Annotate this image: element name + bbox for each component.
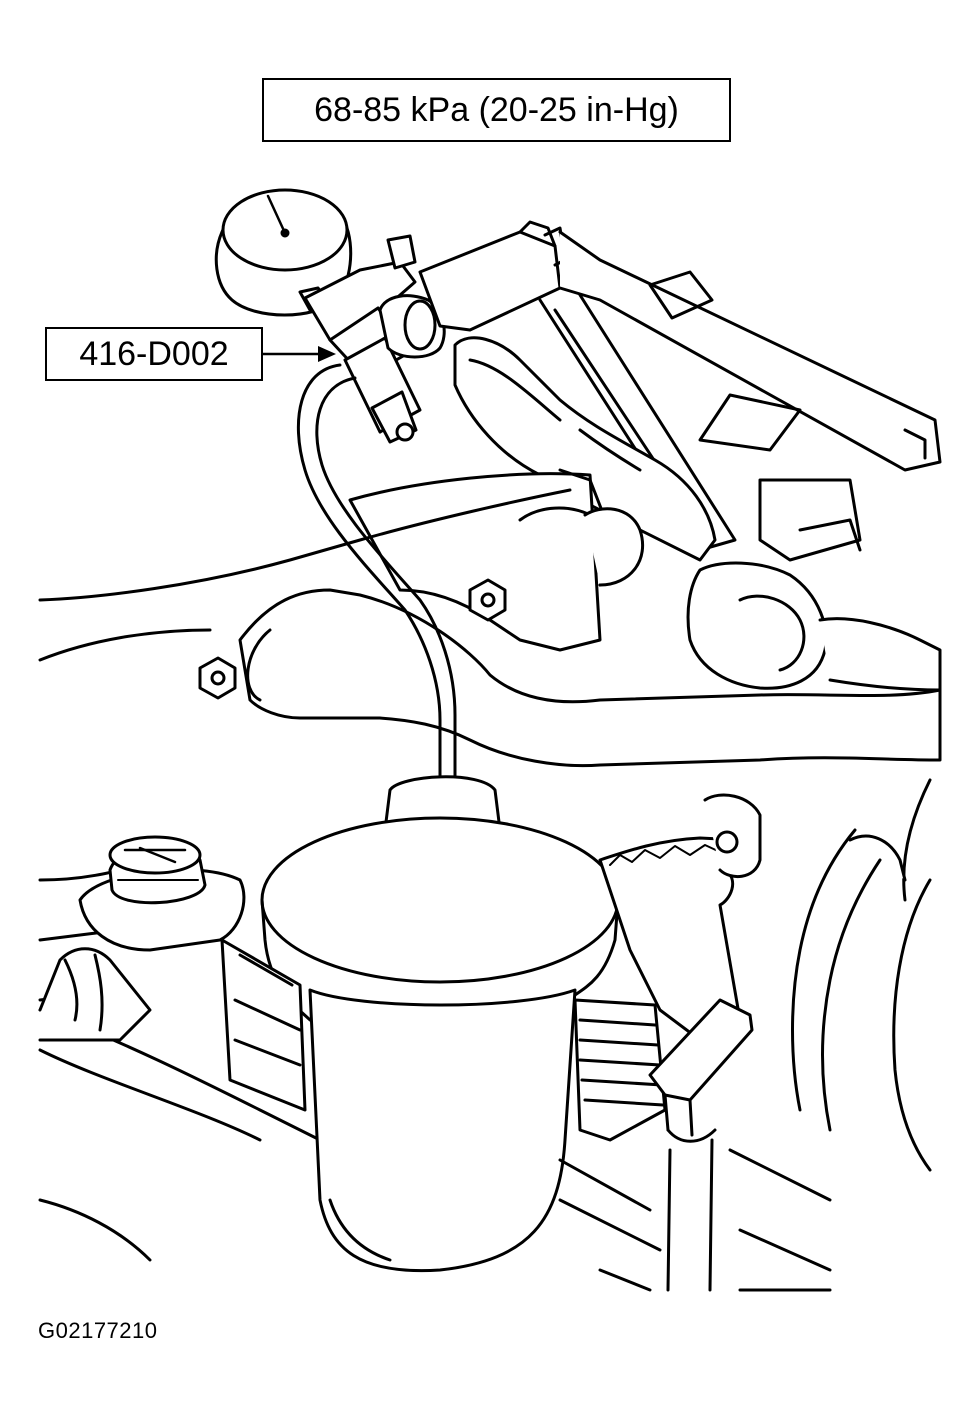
vacuum-tester-head [303, 220, 567, 444]
pressure-range-label: 68-85 kPa (20-25 in-Hg) [314, 91, 679, 129]
tool-number-callout: 416-D002 [45, 327, 263, 381]
hose-clip [648, 998, 754, 1292]
lower-engine-lines [38, 1148, 832, 1292]
vacuum-hose [297, 363, 457, 792]
bolt-left [198, 656, 237, 700]
mounting-bracket [220, 938, 307, 1112]
reservoir [260, 775, 620, 1273]
callout-leader-arrow [261, 346, 336, 362]
shop-rag [598, 793, 762, 1042]
lower-cooler [573, 998, 667, 1142]
right-assembly [686, 478, 942, 1172]
bolt-center [468, 578, 507, 622]
tool-number-label: 416-D002 [79, 335, 229, 373]
pressure-range-callout: 68-85 kPa (20-25 in-Hg) [262, 78, 731, 142]
figure-id-label: G02177210 [38, 1318, 158, 1343]
radiator-cap [38, 835, 246, 1042]
manifold-housing [348, 336, 717, 652]
